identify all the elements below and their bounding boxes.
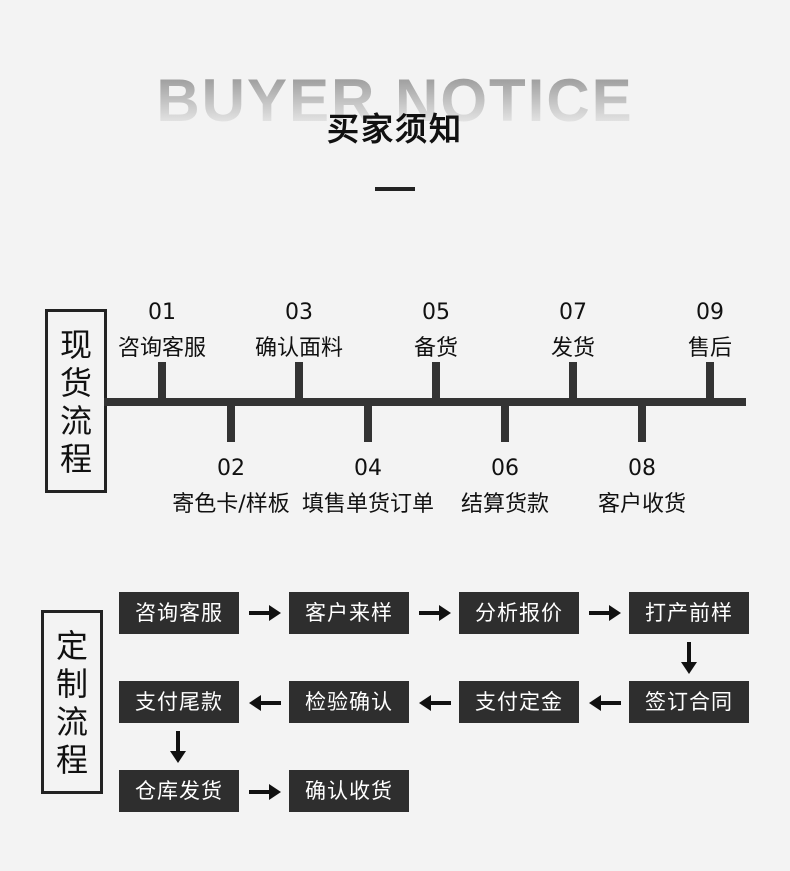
step-number: 03 <box>285 300 313 325</box>
step-label: 寄色卡/样板 <box>172 492 290 517</box>
flow-step-box: 签订合同 <box>629 681 749 723</box>
custom-label-char: 制 <box>55 665 88 703</box>
flow-step-box: 支付定金 <box>459 681 579 723</box>
step-number: 07 <box>559 300 587 325</box>
timeline-tick <box>158 362 166 398</box>
step-number: 08 <box>628 456 656 481</box>
timeline-tick <box>432 362 440 398</box>
arrow-down-icon <box>170 731 186 763</box>
custom-label-char: 流 <box>55 703 88 741</box>
arrow-left-icon <box>249 692 281 714</box>
flow-step-box: 检验确认 <box>289 681 409 723</box>
stock-label-char: 货 <box>59 364 92 402</box>
flow-step-box: 咨询客服 <box>119 592 239 634</box>
timeline-tick <box>706 362 714 398</box>
flow-step-box: 客户来样 <box>289 592 409 634</box>
flow-step-box: 分析报价 <box>459 592 579 634</box>
timeline-tick <box>295 362 303 398</box>
step-label: 发货 <box>550 336 595 361</box>
step-label: 客户收货 <box>597 492 686 517</box>
custom-process-label: 定 制 流 程 <box>41 610 103 794</box>
step-label: 结算货款 <box>460 492 549 517</box>
timeline-tick <box>227 406 235 442</box>
timeline-tick <box>638 406 646 442</box>
step-label: 备货 <box>413 336 458 361</box>
stock-label-char: 现 <box>59 326 92 364</box>
arrow-right-icon <box>249 781 281 803</box>
flow-step-box: 仓库发货 <box>119 770 239 812</box>
flow-step-box: 确认收货 <box>289 770 409 812</box>
timeline-tick <box>364 406 372 442</box>
step-label: 填售单货订单 <box>301 492 434 517</box>
step-number: 06 <box>491 456 519 481</box>
timeline-tick <box>569 362 577 398</box>
arrow-right-icon <box>419 602 451 624</box>
step-number: 01 <box>148 300 176 325</box>
stock-label-char: 流 <box>59 402 92 440</box>
stock-process-label: 现 货 流 程 <box>45 309 107 493</box>
arrow-down-icon <box>681 642 697 674</box>
bg-title-watermark: BUYER NOTICE <box>0 66 790 136</box>
arrow-right-icon <box>589 602 621 624</box>
step-number: 05 <box>422 300 450 325</box>
arrow-right-icon <box>249 602 281 624</box>
flow-step-box: 支付尾款 <box>119 681 239 723</box>
flow-step-box: 打产前样 <box>629 592 749 634</box>
step-number: 04 <box>354 456 382 481</box>
step-label: 售后 <box>687 336 732 361</box>
page-title: 买家须知 <box>326 110 463 148</box>
custom-label-char: 定 <box>55 627 88 665</box>
step-number: 02 <box>217 456 245 481</box>
step-number: 09 <box>696 300 724 325</box>
timeline-line <box>104 398 746 406</box>
title-underline <box>375 187 415 191</box>
step-label: 确认面料 <box>254 336 343 361</box>
arrow-left-icon <box>419 692 451 714</box>
stock-label-char: 程 <box>59 440 92 478</box>
custom-label-char: 程 <box>55 741 88 779</box>
timeline-tick <box>501 406 509 442</box>
arrow-left-icon <box>589 692 621 714</box>
step-label: 咨询客服 <box>117 336 206 361</box>
